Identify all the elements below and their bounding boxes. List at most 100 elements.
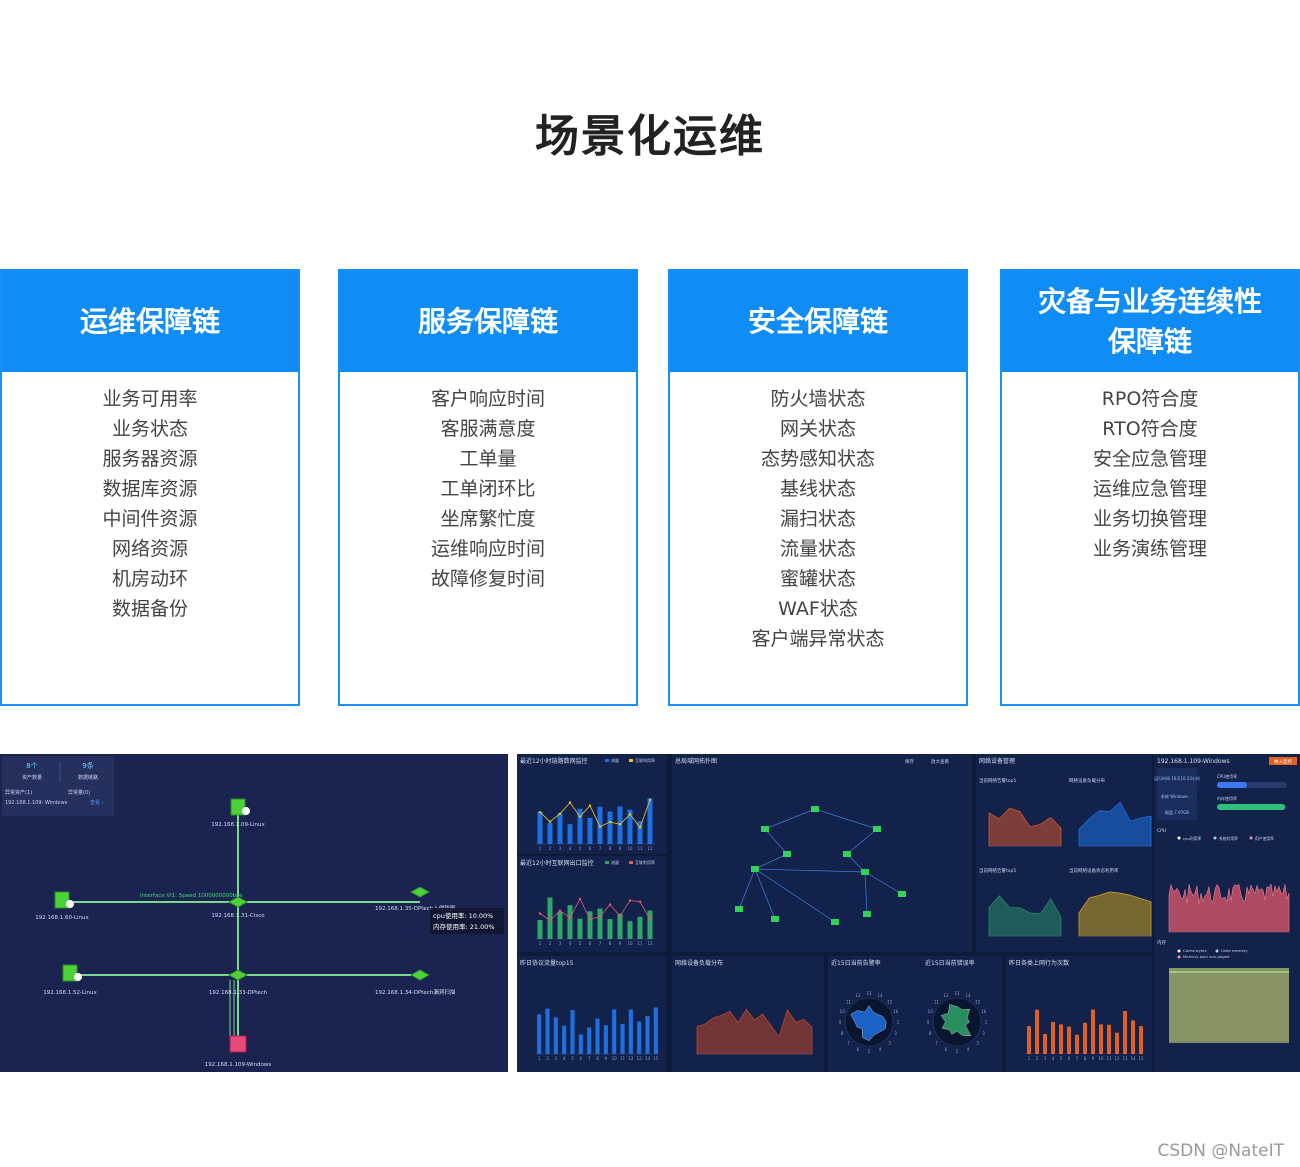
- list-item: 漏扫状态: [779, 508, 856, 530]
- tick-label: 13: [637, 1056, 643, 1061]
- list-item: 客服满意度: [440, 418, 536, 440]
- panel-title: 最近12小时互联网出口监控: [520, 859, 594, 867]
- radar-tick: 14: [966, 993, 972, 998]
- radar-tick: 4: [879, 1047, 882, 1052]
- legend-label: Cache bytes: [1183, 948, 1206, 953]
- tick-label: 7: [599, 941, 602, 946]
- device-icon: [861, 869, 869, 875]
- bar: [603, 1025, 608, 1054]
- node-label: 192.168.1.33-DPtech: [209, 990, 268, 996]
- bar: [628, 1009, 633, 1054]
- series-point: [598, 915, 602, 918]
- tick-label: 11: [637, 846, 643, 851]
- tick-label: 12: [647, 846, 653, 851]
- bar: [1131, 1020, 1135, 1054]
- topology-node: 192.168.1.109-Windows: [205, 1035, 272, 1068]
- card-title: 安全保障链: [670, 271, 966, 372]
- node-tooltip: [430, 908, 504, 934]
- topology-link: [864, 871, 868, 915]
- series-point: [598, 825, 602, 828]
- save-button: 保存: [905, 758, 914, 765]
- mem-bar-fill: [1217, 804, 1285, 810]
- radar-tick: 5: [956, 1049, 959, 1054]
- topology-link: [764, 808, 816, 830]
- list-item: 客户响应时间: [430, 388, 545, 410]
- tick-label: 11: [620, 1056, 626, 1061]
- panel-bg: [1006, 956, 1152, 1072]
- monitor-tag-label: 纳入监控: [1274, 758, 1292, 765]
- os-badge-icon: [242, 807, 250, 815]
- tick-label: 12: [1114, 1056, 1120, 1061]
- card-list: 业务可用率业务状态服务器资源数据库资源中间件资源网络资源机房动环数据备份: [2, 372, 298, 624]
- node-label: 192.168.1.60-Linux: [35, 915, 89, 921]
- panel-bg: [672, 754, 972, 952]
- topology-screenshot: 8个 资产数量 9条 数据链路 异常资产(1) 异常量(0) 192.168.1…: [0, 754, 508, 1072]
- series-point: [558, 812, 562, 816]
- card-list: 客户响应时间客服满意度工单量工单闭环比坐席繁忙度运维响应时间故障修复时间: [340, 372, 636, 594]
- tick-label: 8: [596, 1056, 599, 1061]
- abnormal-count: 异常量(0): [68, 789, 90, 796]
- bar: [1123, 1010, 1127, 1054]
- legend-dot: [1215, 949, 1219, 953]
- subchart-title: 当前网络告警top5: [979, 867, 1016, 874]
- series-point: [628, 813, 632, 816]
- tick-label: 2: [549, 846, 552, 851]
- legend-label: 流量: [611, 859, 619, 865]
- bar: [620, 1023, 625, 1054]
- list-item: 态势感知状态: [760, 448, 875, 470]
- bar: [645, 1016, 650, 1054]
- tick-label: 3: [555, 1056, 558, 1061]
- series-point: [538, 810, 542, 814]
- tooltip-cpu: cpu使用率: 10.00%: [433, 911, 493, 920]
- card-ops-chain: 运维保障链 业务可用率业务状态服务器资源数据库资源中间件资源网络资源机房动环数据…: [0, 269, 300, 706]
- mem-chart-label: 内存: [1157, 939, 1166, 946]
- list-item: 业务可用率: [102, 388, 198, 410]
- bar: [547, 897, 553, 939]
- card-service-chain: 服务保障链 客户响应时间客服满意度工单量工单闭环比坐席繁忙度运维响应时间故障修复…: [338, 269, 638, 706]
- subchart-title: 当前网络设备状态利用率: [1069, 867, 1119, 874]
- panel-bg: [517, 956, 667, 1072]
- bar: [1035, 1009, 1039, 1054]
- area-series: [696, 1008, 813, 1055]
- bar: [647, 910, 653, 939]
- tick-label: 10: [627, 846, 633, 851]
- tick-label: 9: [619, 941, 622, 946]
- topology-node: 192.168.1.35-DPtech入侵防御: [375, 886, 456, 912]
- topology-node: 192.168.1.34-DPtech漏洞扫描: [375, 969, 456, 996]
- bar: [1099, 1024, 1103, 1054]
- tick-label: 5: [579, 941, 582, 946]
- radar-tick: 8: [841, 1031, 844, 1036]
- bar: [1139, 1026, 1143, 1054]
- bar: [1083, 1022, 1087, 1054]
- tick-label: 7: [588, 1056, 591, 1061]
- panel-title: 昨日协议流量top15: [520, 959, 574, 967]
- cpu-chart-label: CPU: [1157, 828, 1166, 834]
- series-point: [558, 909, 562, 912]
- topology-node: 192.168.1.60-Linux: [35, 891, 90, 921]
- bar: [570, 1010, 575, 1054]
- bar: [537, 919, 543, 939]
- series-point: [648, 798, 652, 802]
- view-link[interactable]: 查看 ›: [90, 799, 104, 806]
- tick-label: 1: [539, 941, 542, 946]
- tick-label: 9: [605, 1056, 608, 1061]
- list-item: 故障修复时间: [430, 568, 545, 590]
- legend-swatch: [629, 759, 633, 762]
- panel-title: 192.168.1.109-Windows: [1157, 758, 1230, 765]
- radar-shape: [940, 1004, 972, 1036]
- bar: [1059, 1024, 1063, 1054]
- node-label: 192.168.1.109-Windows: [205, 1062, 272, 1068]
- server-icon: [230, 798, 246, 816]
- panel-title: 近15日当前告警率: [831, 959, 881, 967]
- list-item: 业务切换管理: [1092, 508, 1207, 530]
- panel-lan-topology: 总局域网拓扑图保存放大查看: [672, 754, 972, 952]
- radar-tick: 3: [976, 1041, 979, 1046]
- device-icon: [761, 826, 769, 832]
- radar-shape: [850, 1005, 887, 1041]
- cpu-rate-label: CPU使用率: [1217, 773, 1237, 779]
- series-point: [548, 919, 552, 922]
- legend-swatch: [605, 759, 609, 762]
